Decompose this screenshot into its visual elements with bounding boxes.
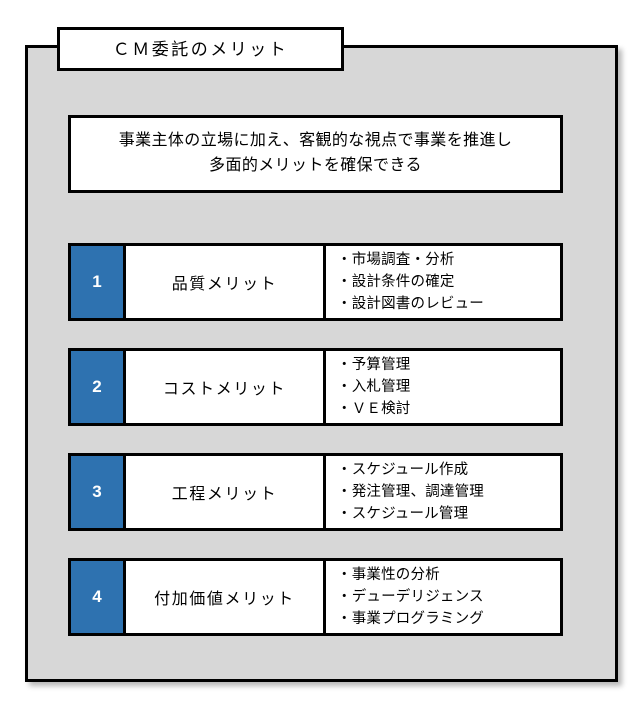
merit-row: 3 工程メリット ・スケジュール作成 ・発注管理、調達管理 ・スケジュール管理 [68,453,563,531]
summary-line-1: 事業主体の立場に加え、客観的な視点で事業を推進し [118,132,513,150]
merit-row: 2 コストメリット ・予算管理 ・入札管理 ・ＶＥ検討 [68,348,563,426]
merit-row: 1 品質メリット ・市場調査・分析 ・設計条件の確定 ・設計図書のレビュー [68,243,563,321]
merit-item-list: ・スケジュール作成 ・発注管理、調達管理 ・スケジュール管理 [326,456,560,528]
merit-name: 品質メリット [126,246,326,318]
merit-number-badge: 1 [71,246,126,318]
merit-number-badge: 3 [71,456,126,528]
merit-item-list: ・予算管理 ・入札管理 ・ＶＥ検討 [326,351,560,423]
list-item: ・予算管理 [337,356,411,373]
merit-item-list: ・市場調査・分析 ・設計条件の確定 ・設計図書のレビュー [326,246,560,318]
summary-line-2: 多面的メリットを確保できる [209,157,422,174]
merit-number-badge: 2 [71,351,126,423]
list-item: ・市場調査・分析 [337,251,455,268]
page-title: ＣＭ委託のメリット [112,39,289,59]
diagram-title-box: ＣＭ委託のメリット [57,27,344,71]
list-item: ・事業プログラミング [337,611,484,628]
list-item: ・設計条件の確定 [337,273,455,290]
list-item: ・ＶＥ検討 [337,401,411,418]
list-item: ・発注管理、調達管理 [337,483,484,500]
list-item: ・設計図書のレビュー [337,296,484,313]
merit-row: 4 付加価値メリット ・事業性の分析 ・デューデリジェンス ・事業プログラミング [68,558,563,636]
list-item: ・スケジュール作成 [337,461,469,478]
merit-name: 付加価値メリット [126,561,326,633]
list-item: ・スケジュール管理 [337,506,469,523]
merit-number-badge: 4 [71,561,126,633]
merit-name: 工程メリット [126,456,326,528]
list-item: ・事業性の分析 [337,566,440,583]
list-item: ・デューデリジェンス [337,588,484,605]
summary-box: 事業主体の立場に加え、客観的な視点で事業を推進し 多面的メリットを確保できる [68,115,563,193]
list-item: ・入札管理 [337,378,411,395]
merit-name: コストメリット [126,351,326,423]
merit-item-list: ・事業性の分析 ・デューデリジェンス ・事業プログラミング [326,561,560,633]
